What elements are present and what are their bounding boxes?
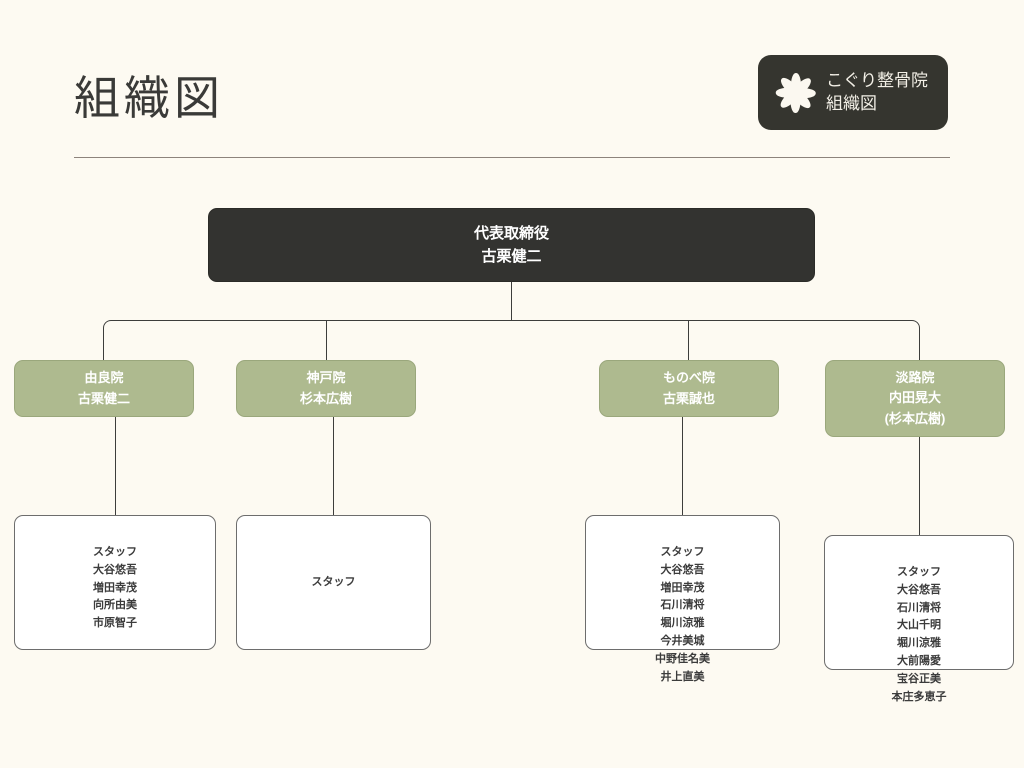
connector-corner-left: [103, 320, 112, 329]
staff-name: 市原智子: [93, 617, 137, 630]
staff-name: 大谷悠吾: [897, 583, 941, 596]
header-divider: [74, 157, 950, 158]
staff-name: 増田幸茂: [660, 581, 705, 594]
root-name: 古栗健二: [481, 248, 542, 265]
staff-name: 増田幸茂: [93, 581, 137, 594]
staff-3-heading: スタッフ: [660, 546, 705, 558]
staff-4-list: 大谷悠吾石川清将大山千明堀川涼雅大前陽愛宝谷正美本庄多恵子: [825, 582, 1013, 707]
staff-name: 中野佳名美: [655, 652, 710, 665]
logo-text: こぐり整骨院 組織図: [826, 70, 928, 115]
node-root-ceo[interactable]: 代表取締役 古栗健二: [208, 208, 815, 282]
node-branch-monobe[interactable]: ものべ院 古栗誠也: [599, 360, 779, 417]
staff-4-heading: スタッフ: [897, 566, 941, 578]
logo-line-2: 組織図: [826, 93, 877, 113]
node-branch-awaji[interactable]: 淡路院 内田晃大 (杉本広樹): [825, 360, 1005, 437]
connector-drop-branch-4: [919, 328, 920, 360]
staff-name: 井上直美: [660, 670, 705, 683]
branch-4-sub: (杉本広樹): [884, 410, 946, 426]
staff-name: 大前陽愛: [897, 655, 941, 668]
connector-bus-right: [511, 320, 911, 321]
connector-branch-2-to-staff: [333, 417, 334, 515]
node-staff-yura[interactable]: スタッフ 大谷悠吾増田幸茂向所由美市原智子: [14, 515, 216, 650]
root-title: 代表取締役: [473, 224, 549, 242]
connector-branch-1-to-staff: [115, 417, 116, 515]
flower-asterisk-icon: [775, 72, 817, 114]
staff-name: 本庄多恵子: [891, 690, 947, 703]
connector-corner-right: [911, 320, 920, 329]
connector-branch-3-to-staff: [682, 417, 683, 515]
branch-2-name: 杉本広樹: [299, 390, 352, 406]
staff-name: 堀川涼雅: [660, 617, 705, 630]
node-branch-yura[interactable]: 由良院 古栗健二: [14, 360, 194, 417]
logo-badge: こぐり整骨院 組織図: [758, 55, 948, 130]
staff-1-heading: スタッフ: [93, 546, 137, 558]
branch-1-name: 古栗健二: [77, 390, 130, 406]
connector-drop-branch-2: [326, 320, 327, 360]
staff-name: 向所由美: [93, 599, 137, 612]
branch-2-title: 神戸院: [306, 370, 346, 386]
staff-1-list: 大谷悠吾増田幸茂向所由美市原智子: [15, 562, 215, 633]
branch-4-name: 内田晃大: [888, 390, 941, 406]
page-title: 組織図: [74, 73, 224, 124]
staff-name: 石川清将: [897, 601, 941, 614]
branch-1-title: 由良院: [84, 370, 124, 386]
connector-root-stem: [511, 282, 512, 320]
staff-2-heading: スタッフ: [311, 575, 356, 588]
staff-name: 石川清将: [660, 599, 705, 612]
connector-bus-left: [111, 320, 511, 321]
staff-name: 大谷悠吾: [660, 563, 705, 576]
staff-name: 大谷悠吾: [93, 563, 137, 576]
node-branch-kobe[interactable]: 神戸院 杉本広樹: [236, 360, 416, 417]
staff-3-list: 大谷悠吾増田幸茂石川清将堀川涼雅今井美城中野佳名美井上直美: [586, 562, 779, 687]
logo-line-1: こぐり整骨院: [826, 71, 928, 91]
node-staff-awaji[interactable]: スタッフ 大谷悠吾石川清将大山千明堀川涼雅大前陽愛宝谷正美本庄多恵子: [824, 535, 1014, 703]
connector-drop-branch-3: [688, 320, 689, 360]
branch-3-title: ものべ院: [662, 370, 715, 386]
branch-3-name: 古栗誠也: [662, 390, 715, 406]
staff-name: 大山千明: [897, 619, 941, 632]
staff-name: 堀川涼雅: [897, 637, 941, 650]
branch-4-title: 淡路院: [895, 370, 935, 386]
connector-drop-branch-1: [103, 328, 104, 360]
node-staff-kobe[interactable]: スタッフ: [236, 515, 431, 650]
staff-name: 今井美城: [660, 635, 705, 648]
staff-name: 宝谷正美: [897, 672, 941, 685]
connector-branch-4-to-staff: [919, 437, 920, 535]
node-staff-monobe[interactable]: スタッフ 大谷悠吾増田幸茂石川清将堀川涼雅今井美城中野佳名美井上直美: [585, 515, 780, 683]
